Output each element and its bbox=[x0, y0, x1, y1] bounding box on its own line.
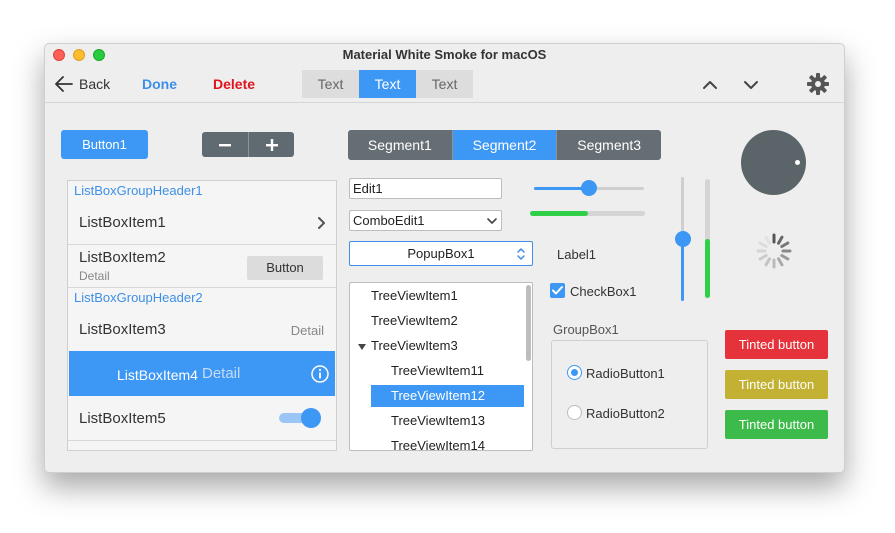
list-item-2[interactable]: ListBoxItem2 Detail Button bbox=[68, 245, 336, 288]
back-button[interactable]: Back bbox=[55, 74, 110, 94]
stepper bbox=[202, 132, 294, 157]
label1: Label1 bbox=[557, 247, 597, 262]
done-button[interactable]: Done bbox=[142, 76, 177, 92]
tree-item[interactable]: TreeViewItem3 bbox=[371, 338, 458, 353]
list-item-5-title: ListBoxItem5 bbox=[79, 410, 166, 427]
back-label: Back bbox=[79, 76, 111, 92]
slider-thumb[interactable] bbox=[581, 180, 597, 196]
toolbar: Back Done Delete Text Text Text bbox=[45, 66, 844, 103]
list-item-2-detail: Detail bbox=[79, 269, 110, 283]
up-down-arrows-icon bbox=[517, 248, 525, 260]
switch-track bbox=[279, 413, 317, 423]
window-title: Material White Smoke for macOS bbox=[342, 47, 547, 62]
minus-icon bbox=[219, 143, 231, 146]
list-group-header-2: ListBoxGroupHeader2 bbox=[74, 290, 203, 305]
tree-item-selected[interactable]: TreeViewItem12 bbox=[371, 385, 524, 407]
list-item-3-title: ListBoxItem3 bbox=[79, 321, 166, 338]
window-close-button[interactable] bbox=[53, 49, 65, 61]
progress-fill bbox=[530, 211, 588, 216]
combo-edit1-value: ComboEdit1 bbox=[353, 213, 425, 228]
tree-item[interactable]: TreeViewItem14 bbox=[391, 438, 485, 451]
disclosure-triangle-icon[interactable] bbox=[358, 343, 366, 351]
stepper-plus-button[interactable] bbox=[248, 132, 294, 157]
horizontal-slider[interactable] bbox=[534, 180, 644, 196]
slider-fill bbox=[534, 187, 589, 190]
edit1-field[interactable]: Edit1 bbox=[349, 178, 502, 199]
app-window: Material White Smoke for macOS Back Done… bbox=[44, 43, 845, 473]
vertical-slider[interactable] bbox=[674, 177, 692, 301]
tinted-button-yellow[interactable]: Tinted button bbox=[725, 370, 828, 399]
list-item-4-title: ListBoxItem4 bbox=[117, 367, 198, 383]
stepper-minus-button[interactable] bbox=[202, 132, 248, 157]
tree-scrollbar[interactable] bbox=[526, 285, 531, 361]
chevron-up-icon[interactable] bbox=[701, 76, 719, 94]
segmented-control: Segment1 Segment2 Segment3 bbox=[348, 130, 661, 160]
window-minimize-button[interactable] bbox=[73, 49, 85, 61]
tab-text-2[interactable]: Text bbox=[359, 70, 416, 98]
vprogress-fill bbox=[705, 238, 710, 298]
radio-button-2[interactable] bbox=[567, 405, 582, 420]
toolbar-tabs: Text Text Text bbox=[302, 70, 473, 98]
combo-edit1[interactable]: ComboEdit1 bbox=[349, 210, 502, 231]
plus-icon bbox=[265, 138, 278, 151]
list-item-5[interactable]: ListBoxItem5 bbox=[68, 396, 336, 441]
groupbox1: RadioButton1 RadioButton2 bbox=[551, 340, 708, 449]
checkbox1[interactable] bbox=[550, 283, 565, 298]
chevron-down-icon[interactable] bbox=[742, 76, 760, 94]
segment-3[interactable]: Segment3 bbox=[556, 130, 661, 160]
chevron-right-icon bbox=[318, 217, 325, 229]
vslider-fill bbox=[681, 239, 684, 301]
list-item-4[interactable]: ListBoxItem4 Detail bbox=[69, 351, 335, 396]
tree-item[interactable]: TreeViewItem1 bbox=[371, 288, 458, 303]
horizontal-progress-bar bbox=[530, 211, 645, 216]
vertical-progress-bar bbox=[705, 179, 710, 298]
vslider-thumb[interactable] bbox=[675, 231, 691, 247]
list-item-2-title: ListBoxItem2 bbox=[79, 249, 166, 266]
list-item-4-detail: Detail bbox=[202, 365, 241, 382]
tree-item[interactable]: TreeViewItem13 bbox=[391, 413, 485, 428]
tree-view: TreeViewItem1 TreeViewItem2 TreeViewItem… bbox=[349, 282, 533, 451]
groupbox-title: GroupBox1 bbox=[553, 322, 619, 337]
popup-box1[interactable]: PopupBox1 bbox=[349, 241, 533, 266]
segment-2[interactable]: Segment2 bbox=[451, 130, 557, 160]
activity-spinner bbox=[756, 233, 792, 269]
list-item-3-detail: Detail bbox=[290, 323, 324, 338]
list-item-3[interactable]: ListBoxItem3 Detail bbox=[68, 308, 336, 352]
segment-1[interactable]: Segment1 bbox=[348, 130, 452, 160]
radio-button-1-label[interactable]: RadioButton1 bbox=[586, 366, 665, 381]
info-icon[interactable] bbox=[311, 365, 329, 383]
popup-box1-value: PopupBox1 bbox=[407, 246, 475, 261]
back-arrow-icon bbox=[55, 76, 73, 92]
tab-text-3[interactable]: Text bbox=[416, 70, 473, 98]
knob-indicator bbox=[795, 160, 800, 165]
tinted-button-green[interactable]: Tinted button bbox=[725, 410, 828, 439]
tree-item[interactable]: TreeViewItem2 bbox=[371, 313, 458, 328]
button1[interactable]: Button1 bbox=[61, 130, 148, 159]
list-item-1-title: ListBoxItem1 bbox=[79, 214, 166, 231]
checkmark-icon bbox=[552, 286, 563, 295]
toggle-switch[interactable] bbox=[279, 408, 321, 428]
chevron-down-icon[interactable] bbox=[487, 216, 497, 226]
list-item-2-button[interactable]: Button bbox=[247, 256, 323, 280]
gear-icon[interactable] bbox=[806, 72, 830, 96]
tab-text-1[interactable]: Text bbox=[302, 70, 359, 98]
tinted-button-red[interactable]: Tinted button bbox=[725, 330, 828, 359]
list-item-1[interactable]: ListBoxItem1 bbox=[68, 201, 336, 245]
radio-button-2-label[interactable]: RadioButton2 bbox=[586, 406, 665, 421]
radio-button-1[interactable] bbox=[567, 365, 582, 380]
switch-thumb bbox=[301, 408, 321, 428]
delete-button[interactable]: Delete bbox=[213, 76, 256, 92]
rotary-knob[interactable] bbox=[741, 130, 806, 195]
window-zoom-button[interactable] bbox=[93, 49, 105, 61]
checkbox1-label[interactable]: CheckBox1 bbox=[570, 284, 637, 299]
tree-item[interactable]: TreeViewItem11 bbox=[391, 363, 484, 378]
list-group-header-1: ListBoxGroupHeader1 bbox=[74, 183, 203, 198]
list-box: ListBoxGroupHeader1 ListBoxItem1 ListBox… bbox=[67, 180, 337, 451]
